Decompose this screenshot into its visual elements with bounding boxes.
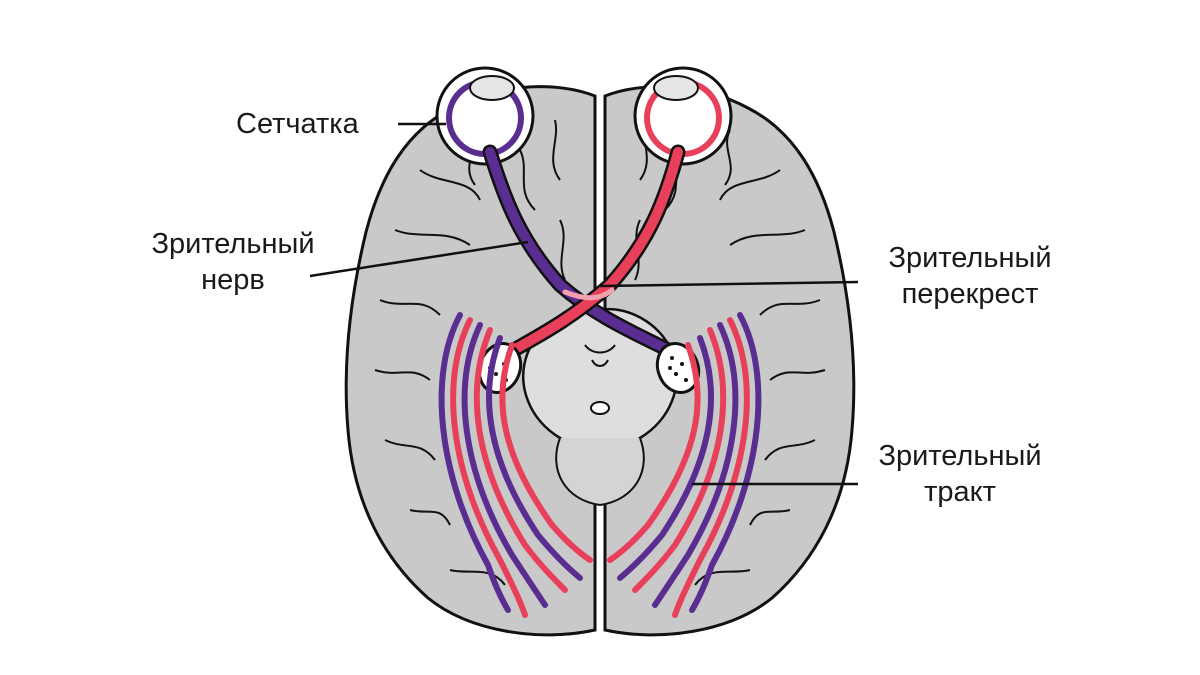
leader-chiasm (599, 280, 859, 288)
optic-radiation-left (438, 312, 593, 618)
label-optic-tract: Зрительный тракт (858, 438, 1062, 510)
label-optic-tract-line1: Зрительный (878, 440, 1042, 472)
cerebellum-lower (555, 437, 645, 507)
label-retina-text: Сетчатка (236, 108, 359, 140)
brain (344, 85, 856, 637)
label-optic-nerve-line1: Зрительный (151, 228, 315, 260)
label-optic-chiasm-line2: перекрест (901, 278, 1039, 310)
label-optic-chiasm: Зрительный перекрест (864, 240, 1076, 312)
lgn-right (655, 342, 701, 394)
midbrain-mark (584, 344, 616, 367)
leader-lines (309, 122, 859, 486)
midbrain-dot (590, 401, 610, 415)
leader-nerve (309, 240, 529, 278)
label-optic-tract-line2: тракт (924, 476, 996, 508)
label-optic-nerve: Зрительный нерв (128, 226, 338, 298)
label-retina: Сетчатка (236, 106, 359, 142)
optic-radiation-right (607, 312, 762, 618)
label-optic-chiasm-line1: Зрительный (888, 242, 1052, 274)
label-optic-nerve-line2: нерв (201, 264, 265, 296)
